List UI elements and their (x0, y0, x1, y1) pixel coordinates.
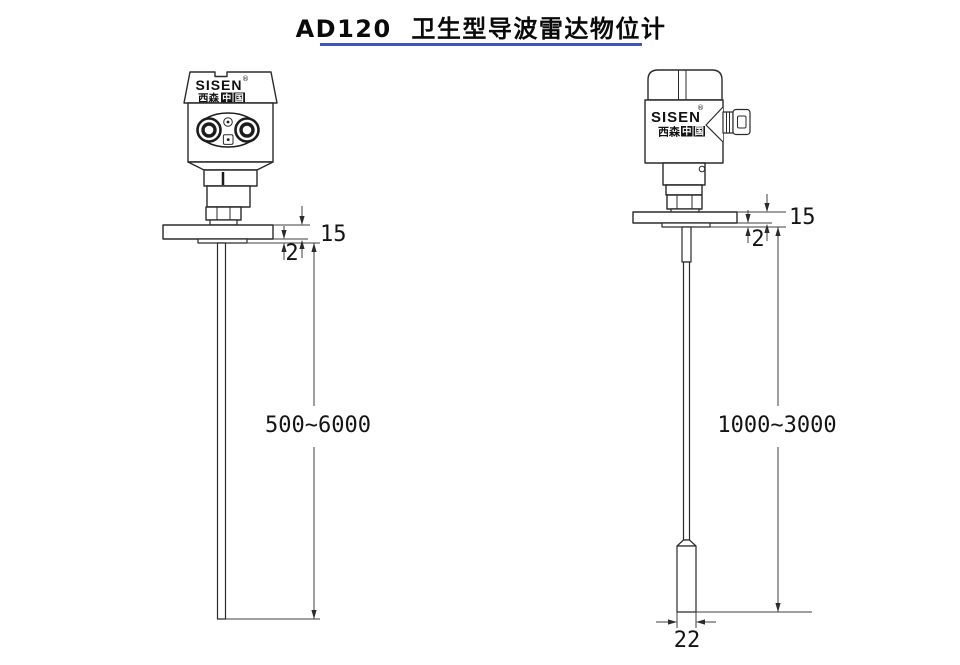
registered-mark: ® (697, 104, 704, 112)
title-underline (320, 43, 642, 46)
brand-cn-name: 西森 (198, 92, 219, 105)
brand-logo: SISEN ® 西森 中 国 (195, 75, 249, 105)
title-block: AD120 卫生型导波雷达物位计 (296, 15, 667, 46)
upper-neck (662, 162, 706, 186)
hex-nut (205, 206, 242, 221)
lower-neck (206, 185, 251, 208)
registered-mark: ® (242, 75, 249, 83)
counterweight (676, 545, 697, 613)
cn-box-1 (681, 126, 693, 137)
brand-cn-name: 西森 (658, 125, 681, 139)
figure-rod-version: SISEN ® 西森 中 国 (162, 71, 371, 620)
body-chamfer (187, 161, 274, 171)
brand-name: SISEN (195, 77, 242, 93)
cn-boxed-char-2: 国 (235, 93, 244, 104)
gland-notch (705, 106, 724, 143)
measuring-range-label: 1000~3000 (717, 413, 836, 438)
cn-box-2 (233, 92, 245, 103)
rod-probe (216, 242, 227, 620)
housing-cap (647, 69, 723, 101)
dimension-weight-width: 22 (656, 619, 716, 653)
dimension-plate-thickness: 2 (745, 210, 765, 252)
upper-neck (203, 169, 258, 187)
indicator-circle-icon (223, 117, 233, 127)
display-panel (196, 112, 260, 148)
measuring-range-label: 500~6000 (265, 413, 371, 438)
cn-box-2 (693, 126, 705, 137)
cable-probe (682, 261, 691, 541)
set-screw-icon (698, 165, 706, 173)
hex-nut (666, 194, 703, 210)
cn-box-1 (221, 92, 233, 103)
figure-cable-version: SISEN ® 西森 中 国 (632, 69, 837, 653)
brand-name: SISEN (651, 109, 701, 126)
cable-anchor (681, 226, 692, 263)
flange-thickness-label: 15 (789, 205, 816, 230)
collar (209, 219, 238, 226)
dimension-flange-thickness: 15 (764, 194, 816, 241)
brand-logo: SISEN ® 西森 中 国 (651, 104, 705, 139)
gland-base (722, 111, 734, 134)
dimension-measuring-range: 500~6000 (265, 243, 371, 619)
gland-nut (732, 108, 751, 136)
dimension-flange-thickness: 15 (299, 206, 347, 258)
lower-neck (665, 184, 703, 196)
cn-boxed-char-2: 国 (695, 127, 705, 138)
extension-lines (226, 224, 320, 620)
flange (632, 211, 738, 224)
cn-boxed-char-1: 中 (682, 126, 692, 138)
indicator-square-icon (222, 134, 234, 145)
dimension-measuring-range: 1000~3000 (717, 227, 837, 612)
flange (162, 224, 274, 240)
plate-thickness-label: 2 (285, 241, 298, 266)
dimension-plate-thickness: 2 (281, 226, 299, 266)
housing-cap (183, 71, 278, 104)
cn-boxed-char-1: 中 (222, 92, 231, 104)
weight-width-label: 22 (674, 628, 701, 653)
weight-taper (676, 539, 697, 547)
plate-thickness-label: 2 (751, 227, 764, 252)
flange-thickness-label: 15 (320, 222, 347, 247)
cable-gland (705, 106, 751, 143)
page-title: AD120 卫生型导波雷达物位计 (296, 15, 667, 43)
